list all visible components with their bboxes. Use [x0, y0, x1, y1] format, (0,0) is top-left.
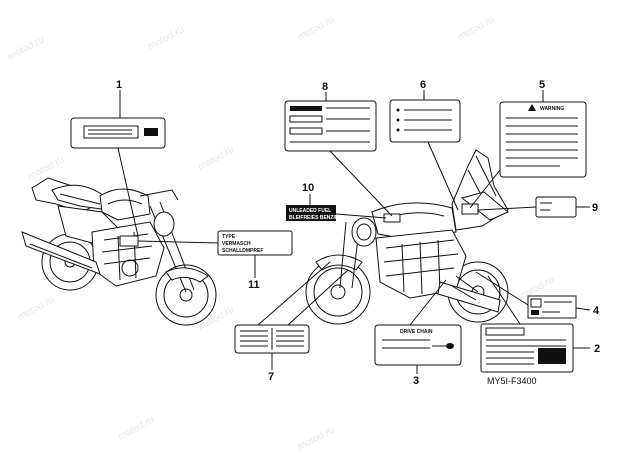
front-fender	[315, 254, 363, 271]
callout-11: 11	[248, 279, 260, 291]
seat	[51, 184, 109, 211]
label-plate-10-fuel: UNLEADED FUEL BLEIFREIES BENZIN	[286, 205, 339, 221]
exhaust-muffler	[437, 281, 501, 313]
type-label-line2: VERMASCH	[222, 241, 251, 247]
watermark-text: motod.ru	[16, 294, 56, 322]
callout-9: 9	[592, 202, 598, 214]
front-wheel	[305, 259, 371, 325]
label-plate-11-type: TYPE VERMASCH SCHALLDMPREF	[217, 230, 293, 256]
label-plate-2	[480, 323, 574, 373]
callout-3: 3	[413, 375, 419, 387]
label-plate-4	[527, 295, 577, 319]
callout-6: 6	[420, 79, 426, 91]
front-fender	[165, 267, 209, 283]
motorcycle-right-front-view	[305, 149, 509, 325]
seat	[460, 191, 509, 221]
watermark-text: motod.ru	[146, 24, 186, 52]
fuel-label-line1: UNLEADED FUEL	[289, 208, 331, 214]
fuel-label-line2: BLEIFREIES BENZIN	[289, 215, 339, 221]
watermark-text: motod.ru	[116, 414, 156, 442]
label-plate-9	[535, 196, 577, 218]
callout-8: 8	[322, 81, 328, 93]
watermark-text: motod.ru	[296, 14, 336, 42]
type-label-line3: SCHALLDMPREF	[222, 248, 263, 254]
type-label-line1: TYPE	[222, 234, 236, 240]
callout-numbers: 1 2 3 4 5 6 7 8 9 10 11	[116, 79, 600, 387]
label-plate-5-warning: WARNING	[499, 101, 587, 178]
callout-5: 5	[539, 79, 545, 91]
drive-chain-heading: DRIVE CHAIN	[400, 329, 433, 335]
headlight	[351, 217, 377, 247]
watermark-text: motod.ru	[456, 14, 496, 42]
label-plate-8	[284, 100, 377, 152]
watermark-text: motod.ru	[196, 144, 236, 172]
callout-10: 10	[302, 182, 314, 194]
callout-7: 7	[268, 371, 274, 383]
callout-2: 2	[594, 343, 600, 355]
motorcycle-left-side-view	[21, 177, 217, 326]
leader-lines	[117, 90, 591, 374]
watermark-text: motod.ru	[26, 154, 66, 182]
fuel-tank	[99, 188, 151, 221]
warning-heading: WARNING	[540, 106, 564, 112]
label-plate-1	[70, 117, 166, 149]
callout-4: 4	[593, 305, 600, 317]
engine	[91, 221, 165, 287]
headlight	[153, 211, 175, 237]
diagram-code: MY5I-F3400	[487, 376, 537, 386]
watermark-text: motod.ru	[296, 424, 336, 452]
label-plate-7	[234, 324, 310, 354]
label-plate-3-drive-chain: DRIVE CHAIN	[374, 324, 462, 366]
label-plate-6	[389, 99, 461, 143]
callout-1: 1	[116, 79, 122, 91]
watermark-text: motod.ru	[6, 34, 46, 62]
